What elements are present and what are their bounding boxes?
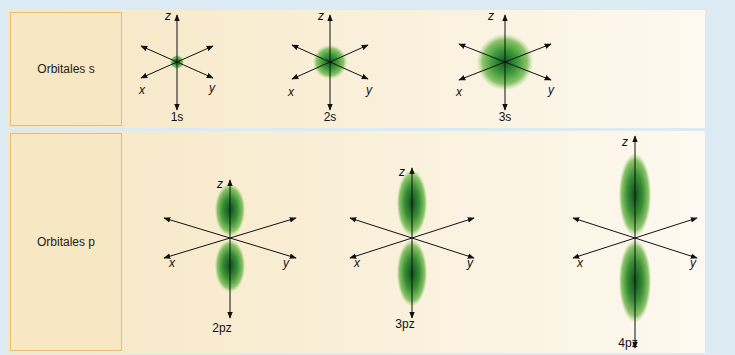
axis-label: y	[209, 82, 215, 94]
row-label-box: Orbitales s	[10, 12, 122, 126]
x-axis	[164, 218, 296, 258]
orbital-figure	[573, 136, 697, 348]
x-axis	[350, 218, 474, 258]
x-axis	[292, 45, 368, 79]
axis-label: x	[354, 257, 360, 269]
z-axis	[412, 168, 413, 318]
row-label: Orbitales p	[31, 235, 101, 249]
axis-label: x	[577, 257, 583, 269]
orbital-figure	[292, 15, 368, 110]
x-axis	[459, 44, 551, 80]
y-axis	[459, 44, 551, 80]
axis-label: y	[366, 84, 372, 96]
orbital-name: 2s	[324, 111, 337, 123]
axis-label: x	[288, 86, 294, 98]
axis-label: x	[169, 257, 175, 269]
orbital-name: 2pz	[212, 322, 231, 334]
row-label-box: Orbitales p	[10, 133, 122, 351]
y-axis	[292, 45, 368, 79]
y-axis	[141, 46, 213, 78]
orbital-figure	[350, 168, 474, 318]
z-axis	[635, 136, 636, 348]
p-band	[8, 131, 705, 353]
y-axis	[573, 218, 697, 258]
orbital-name: 4pz	[618, 337, 637, 349]
z-axis	[230, 180, 231, 318]
axis-label: z	[622, 136, 628, 148]
axis-label: z	[217, 178, 223, 190]
axis-label: z	[399, 166, 405, 178]
axis-label: x	[456, 86, 462, 98]
axis-label: z	[488, 10, 494, 22]
axis-label: y	[690, 257, 696, 269]
row-label: Orbitales s	[31, 62, 100, 76]
y-axis	[350, 218, 474, 258]
y-axis	[164, 218, 296, 258]
axis-label: x	[139, 84, 145, 96]
orbital-figure	[459, 15, 551, 110]
x-axis	[573, 218, 697, 258]
axis-label: y	[548, 84, 554, 96]
axis-label: z	[165, 10, 171, 22]
orbital-name: 1s	[171, 111, 184, 123]
x-axis	[141, 46, 213, 78]
orbital-figure	[141, 15, 213, 110]
axis-label: y	[283, 257, 289, 269]
orbital-figure	[164, 180, 296, 318]
axis-label: y	[467, 257, 473, 269]
axis-label: z	[318, 10, 324, 22]
orbital-name: 3s	[499, 111, 512, 123]
s-band	[8, 10, 705, 128]
orbital-name: 3pz	[395, 318, 414, 330]
